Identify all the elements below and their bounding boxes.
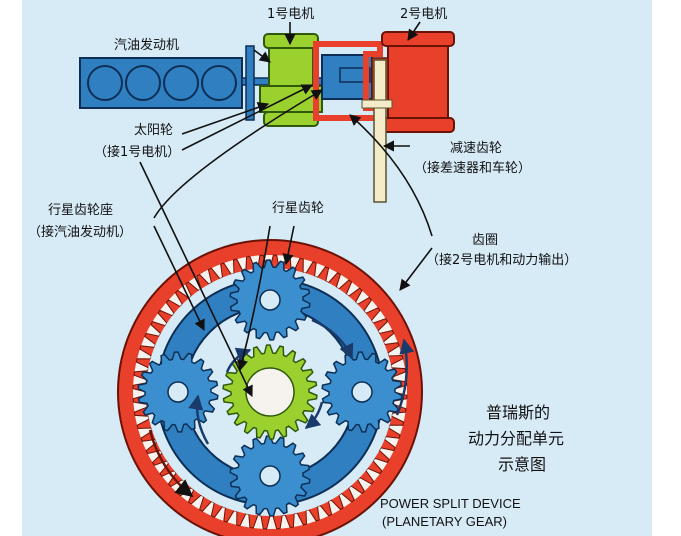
planet-gear-label: 行星齿轮 — [272, 201, 324, 216]
curved-arrow-icon — [395, 338, 415, 416]
motor1-block — [259, 33, 323, 127]
sun-gear-note: （接1号电机） — [94, 144, 180, 160]
cylinder-icon — [125, 65, 161, 101]
curved-arrow-icon — [225, 347, 252, 373]
planet-gear — [229, 435, 311, 517]
planet-gears — [137, 259, 403, 517]
english-subtitle: (PLANETARY GEAR) — [382, 514, 507, 529]
diagram-canvas: 1号电机 2号电机 汽油发动机 太阳轮 （接1号电机） 减速齿轮 （接差速器和车… — [22, 0, 652, 536]
engine-block — [79, 57, 243, 109]
planet-carrier-note: （接汽油发动机） — [28, 224, 132, 240]
curved-arrow-icon — [311, 318, 354, 360]
curved-arrow-icon — [188, 394, 210, 445]
motor2-label: 2号电机 — [400, 7, 447, 22]
leader-lines — [139, 21, 433, 398]
planet-gear — [321, 351, 403, 433]
cylinder-icon — [201, 65, 237, 101]
caption-line1: 普瑞斯的 — [486, 403, 550, 422]
sun-gear-label: 太阳轮 — [134, 123, 173, 138]
reduction-gear-note: （接差速器和车轮） — [414, 160, 531, 176]
ring-gear-note: （接2号电机和动力输出） — [426, 252, 577, 268]
cylinder-icon — [87, 65, 123, 101]
curved-arrow-icon — [148, 429, 194, 498]
motor1-label: 1号电机 — [267, 7, 314, 22]
engine-label: 汽油发动机 — [114, 37, 179, 53]
caption-line2: 动力分配单元 — [468, 429, 564, 448]
caption-line3: 示意图 — [498, 455, 546, 474]
curved-arrow-icon — [304, 401, 324, 429]
planet-gear — [229, 259, 311, 341]
power-split-diagram: 1号电机 2号电机 汽油发动机 太阳轮 （接1号电机） 减速齿轮 （接差速器和车… — [28, 7, 577, 536]
reduction-gear-shaft — [361, 59, 393, 203]
ring-gear-label: 齿圈 — [472, 233, 498, 248]
reduction-gear-label: 减速齿轮 — [450, 141, 502, 156]
english-title: POWER SPLIT DEVICE — [380, 496, 521, 511]
planet-carrier-label: 行星齿轮座 — [48, 203, 113, 218]
cylinder-icon — [163, 65, 199, 101]
